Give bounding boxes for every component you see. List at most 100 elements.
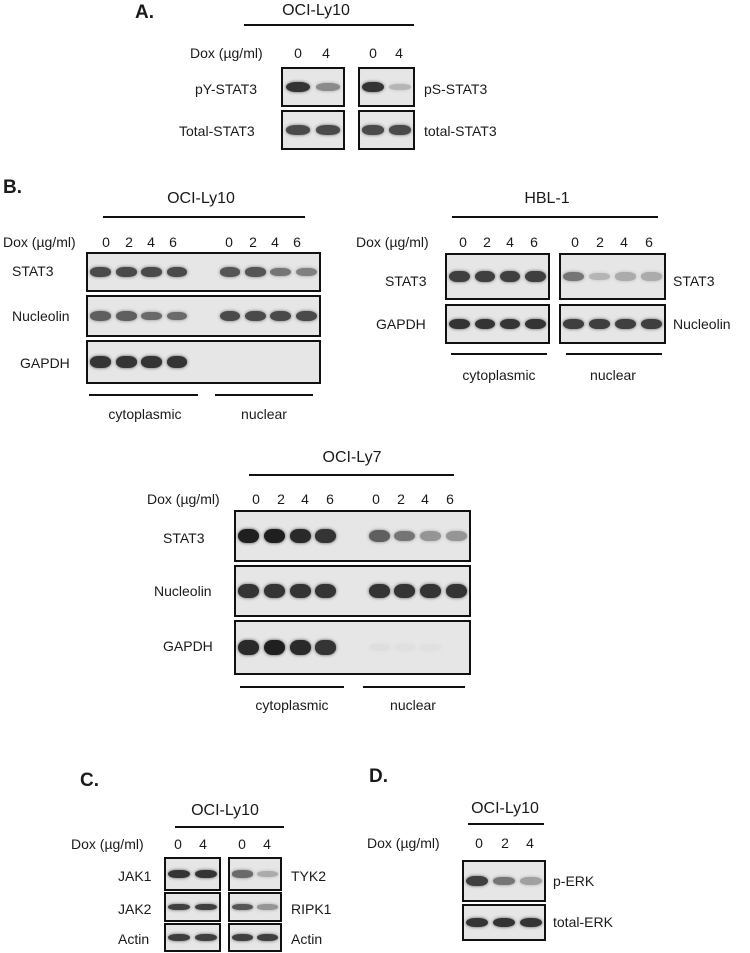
- panel-c-label-actin-right: Actin: [291, 931, 323, 947]
- panel-b-ly7-cell-line: OCI-Ly7: [322, 449, 382, 466]
- panel-c-blot: [164, 857, 221, 891]
- blot-band: [368, 584, 390, 598]
- blot-band: [420, 584, 442, 598]
- blot-band: [368, 530, 390, 542]
- panel-b-ly10-bar: [103, 216, 305, 218]
- panel-b-ly7-dose: 2: [277, 491, 285, 507]
- panel-b-ly10-blot: [86, 340, 321, 384]
- blot-band: [295, 311, 317, 321]
- panel-d-dox-label: Dox (µg/ml): [367, 835, 440, 851]
- panel-c-label-actin: Actin: [118, 931, 150, 947]
- panel-c-dose: 4: [199, 836, 207, 852]
- panel-b-ly7-nuc-bar: [363, 686, 465, 688]
- blot-band: [589, 272, 611, 281]
- blot-band: [168, 934, 191, 941]
- blot-band: [270, 311, 292, 321]
- panel-b-ly7-dose: 0: [372, 491, 380, 507]
- blot-band: [394, 643, 416, 652]
- blot-band: [420, 531, 442, 541]
- blot-band: [90, 267, 112, 277]
- panel-a-cell-line: OCI-Ly10: [282, 2, 350, 19]
- blot-band: [614, 319, 636, 329]
- blot-band: [563, 319, 585, 329]
- blot-band: [474, 270, 496, 283]
- panel-c-dose: 0: [174, 836, 182, 852]
- panel-b-ly7-cytoplasmic: cytoplasmic: [255, 697, 329, 713]
- blot-band: [449, 319, 470, 329]
- panel-b-ly10-nuclear: nuclear: [241, 406, 287, 422]
- panel-b-ly10-dose: 6: [293, 234, 301, 250]
- panel-b-ly10-cytoplasmic: cytoplasmic: [108, 406, 182, 422]
- blot-band: [219, 267, 241, 277]
- panel-b-ly7-cyto-bar: [240, 686, 344, 688]
- blot-band: [219, 311, 241, 321]
- panel-a-blot: [281, 67, 345, 107]
- panel-c-bar: [175, 826, 284, 828]
- blot-band: [245, 267, 266, 277]
- panel-a-dose: 0: [294, 45, 302, 61]
- blot-band: [238, 584, 260, 598]
- blot-band: [493, 917, 515, 928]
- panel-b-hbl1-dox-label: Dox (µg/ml): [356, 234, 429, 250]
- blot-band: [563, 271, 585, 282]
- blot-band: [362, 82, 385, 92]
- blot-band: [445, 584, 467, 598]
- panel-b-ly7-dose: 0: [252, 491, 260, 507]
- blot-band: [640, 272, 662, 281]
- panel-b-ly7-blot: [234, 565, 471, 617]
- panel-b-hbl1-dose: 0: [571, 234, 579, 250]
- panel-b-hbl1-bar: [452, 216, 658, 218]
- panel-d-blot: [462, 904, 546, 941]
- panel-d-label-total-erk: total-ERK: [553, 914, 613, 930]
- blot-band: [289, 529, 311, 543]
- panel-a-label-pS-STAT3: pS-STAT3: [424, 81, 488, 97]
- panel-d-blot: [462, 860, 546, 902]
- blot-band: [232, 903, 253, 911]
- panel-c-blot: [164, 892, 221, 922]
- panel-b-hbl1-dose: 6: [645, 234, 653, 250]
- panel-b-ly10-label-gapdh: GAPDH: [20, 355, 70, 371]
- blot-band: [449, 270, 470, 283]
- blot-band: [194, 903, 217, 911]
- panel-c-label-jak2: JAK2: [118, 901, 152, 917]
- panel-b-hbl1-dose: 6: [530, 234, 538, 250]
- panel-a-dose: 4: [395, 45, 403, 61]
- panel-a-label-total-STAT3-right: total-STAT3: [424, 123, 497, 139]
- panel-b-ly7-dose: 4: [301, 491, 309, 507]
- panel-b-hbl1-nuc-bar: [566, 353, 662, 355]
- panel-b-ly7-dose: 2: [397, 491, 405, 507]
- panel-b-hbl1-blot: [445, 253, 550, 300]
- panel-b-hbl1-blot: [559, 253, 666, 300]
- panel-a-cell-line-bar: [244, 24, 414, 26]
- panel-b-label: B.: [3, 177, 22, 198]
- blot-band: [315, 125, 341, 135]
- blot-band: [257, 934, 278, 941]
- panel-b-ly10-dose: 4: [271, 234, 279, 250]
- panel-b-ly10-blot: [86, 252, 321, 292]
- panel-c-dox-label: Dox (µg/ml): [71, 836, 144, 852]
- panel-b-hbl1-dose: 2: [596, 234, 604, 250]
- blot-band: [90, 311, 112, 321]
- panel-a-blot: [281, 110, 345, 150]
- panel-b-hbl1-blot: [445, 304, 550, 344]
- panel-b-ly10-nuc-bar: [215, 394, 313, 396]
- panel-b-ly7-dox-label: Dox (µg/ml): [147, 491, 220, 507]
- panel-b-hbl1-right-stat3: STAT3: [673, 273, 715, 289]
- panel-a-label-total-STAT3: Total-STAT3: [179, 123, 255, 139]
- blot-band: [499, 270, 521, 283]
- panel-d-label-p-erk: p-ERK: [553, 873, 595, 889]
- panel-d-cell-line: OCI-Ly10: [471, 800, 539, 817]
- blot-band: [232, 934, 253, 941]
- blot-band: [141, 311, 162, 321]
- blot-band: [141, 356, 162, 368]
- blot-band: [115, 267, 137, 277]
- blot-band: [232, 870, 253, 878]
- panel-b-hbl1-dose: 0: [459, 234, 467, 250]
- blot-band: [589, 319, 611, 329]
- panel-b-hbl1-nuclear: nuclear: [590, 367, 636, 383]
- panel-a-dose: 0: [369, 45, 377, 61]
- blot-band: [525, 270, 546, 283]
- blot-band: [285, 125, 311, 135]
- blot-band: [263, 528, 285, 543]
- panel-b-ly10-label-stat3: STAT3: [12, 263, 54, 279]
